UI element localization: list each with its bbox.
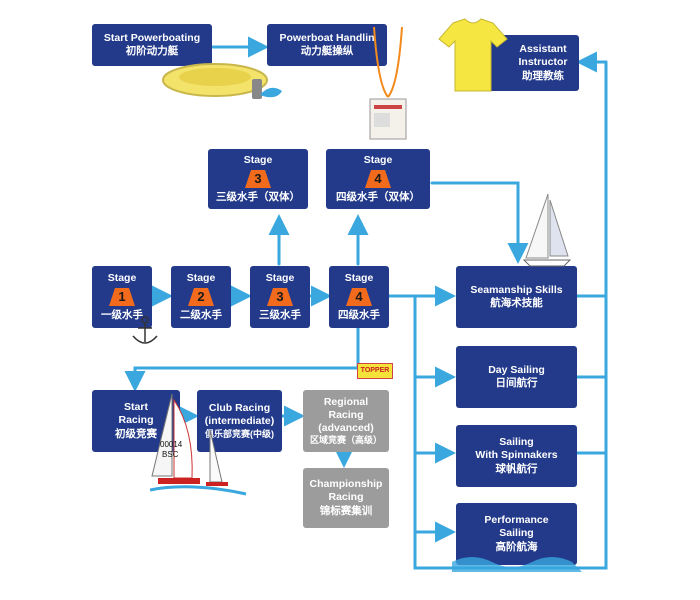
powerboat-illustration (162, 63, 282, 99)
sail-club-label: BSC (162, 450, 179, 459)
stage4-catamaran-zh: 四级水手（双体） (336, 191, 420, 203)
sailing-spinnakers-zh: 球帆航行 (495, 462, 538, 475)
start-racing-en1: Start (124, 401, 148, 414)
championship-racing-zh: 锦标赛集训 (319, 504, 373, 517)
assistant-instructor-en1: Assistant (519, 43, 567, 56)
stage4-badge: 4 (346, 287, 372, 307)
stage2-badge: 2 (188, 287, 214, 307)
club-racing-zh: 俱乐部竞赛(中级) (205, 428, 274, 439)
day-sailing-box[interactable]: Day Sailing 日间航行 (456, 346, 577, 408)
wave-illustration (452, 557, 582, 572)
sailing-spinnakers-en2: With Spinnakers (475, 449, 558, 462)
seamanship-skills-zh: 航海术技能 (490, 297, 543, 309)
stage4-catamaran-box[interactable]: Stage 4 四级水手（双体） (326, 149, 430, 209)
stage4-catamaran-label: Stage (363, 153, 393, 166)
powerboat-handling-zh: 动力艇操纵 (300, 45, 354, 57)
arrow-cat4-to-seamanship (430, 181, 529, 264)
performance-sailing-en2: Sailing (499, 527, 534, 540)
stage3-catamaran-zh: 三级水手（双体） (216, 191, 300, 203)
assistant-instructor-en2: Instructor (518, 56, 568, 69)
seamanship-skills-en: Seamanship Skills (470, 283, 563, 296)
stage3-catamaran-badge: 3 (245, 169, 271, 189)
stage3-badge: 3 (267, 287, 293, 307)
anchor-icon (132, 316, 158, 344)
start-powerboating-box[interactable]: Start Powerboating 初阶动力艇 (92, 24, 212, 66)
day-sailing-zh: 日间航行 (495, 377, 538, 389)
seamanship-skills-box[interactable]: Seamanship Skills 航海术技能 (456, 266, 577, 328)
sailing-spinnakers-en1: Sailing (499, 436, 534, 449)
stage1-badge: 1 (109, 287, 135, 307)
powerboat-handling-box[interactable]: Powerboat Handlin 动力艇操纵 (267, 24, 387, 66)
start-powerboating-zh: 初阶动力艇 (125, 45, 179, 57)
stage2-label: Stage (186, 271, 216, 284)
club-racing-en2: (intermediate) (204, 415, 275, 428)
stage2-box[interactable]: Stage 2 二级水手 (171, 266, 231, 328)
stage4-label: Stage (344, 271, 374, 284)
stage4-zh: 四级水手 (338, 309, 380, 321)
tshirt-illustration (438, 18, 508, 92)
stage3-zh: 三级水手 (259, 309, 301, 321)
performance-sailing-en1: Performance (484, 514, 549, 527)
stage3-label: Stage (265, 271, 295, 284)
topper-flag: TOPPER (357, 363, 393, 379)
sail-number-label: 00014 (160, 440, 183, 449)
sailboat-icon (522, 193, 572, 267)
start-powerboating-en: Start Powerboating (103, 31, 201, 44)
performance-sailing-zh: 高阶航海 (495, 540, 538, 553)
powerboat-handling-en: Powerboat Handlin (279, 31, 375, 44)
racing-dinghy-illustration (150, 393, 247, 496)
club-racing-box[interactable]: Club Racing (intermediate) 俱乐部竞赛(中级) (197, 390, 282, 452)
lanyard-badge-illustration (369, 26, 407, 140)
sailing-spinnakers-box[interactable]: Sailing With Spinnakers 球帆航行 (456, 425, 577, 487)
championship-racing-box[interactable]: Championship Racing 锦标赛集训 (303, 468, 389, 528)
stage1-zh: 一级水手 (101, 309, 143, 321)
club-racing-en1: Club Racing (208, 402, 271, 415)
stage3-catamaran-box[interactable]: Stage 3 三级水手（双体） (208, 149, 308, 209)
assistant-instructor-zh: 助理教练 (522, 69, 564, 82)
regional-racing-en2: (advanced) (318, 421, 374, 434)
start-racing-zh: 初级竞赛 (115, 427, 157, 440)
performance-sailing-box[interactable]: Performance Sailing 高阶航海 (456, 503, 577, 565)
regional-racing-box[interactable]: Regional Racing (advanced) 区域竞赛（高级） (303, 390, 389, 452)
stage1-box[interactable]: Stage 1 一级水手 (92, 266, 152, 328)
day-sailing-en: Day Sailing (488, 363, 545, 376)
regional-racing-zh: 区域竞赛（高级） (309, 435, 382, 446)
arrow-stage4-to-racing (124, 326, 360, 392)
stage3-box[interactable]: Stage 3 三级水手 (250, 266, 310, 328)
stage4-box[interactable]: Stage 4 四级水手 (329, 266, 389, 328)
regional-racing-en1: Regional Racing (323, 395, 369, 421)
stage2-zh: 二级水手 (180, 309, 222, 321)
championship-racing-en2: Racing (328, 491, 364, 504)
stage4-catamaran-badge: 4 (365, 169, 391, 189)
stage3-catamaran-label: Stage (243, 153, 273, 166)
championship-racing-en1: Championship (309, 478, 383, 491)
stage1-label: Stage (107, 271, 137, 284)
start-racing-en2: Racing (118, 414, 154, 427)
